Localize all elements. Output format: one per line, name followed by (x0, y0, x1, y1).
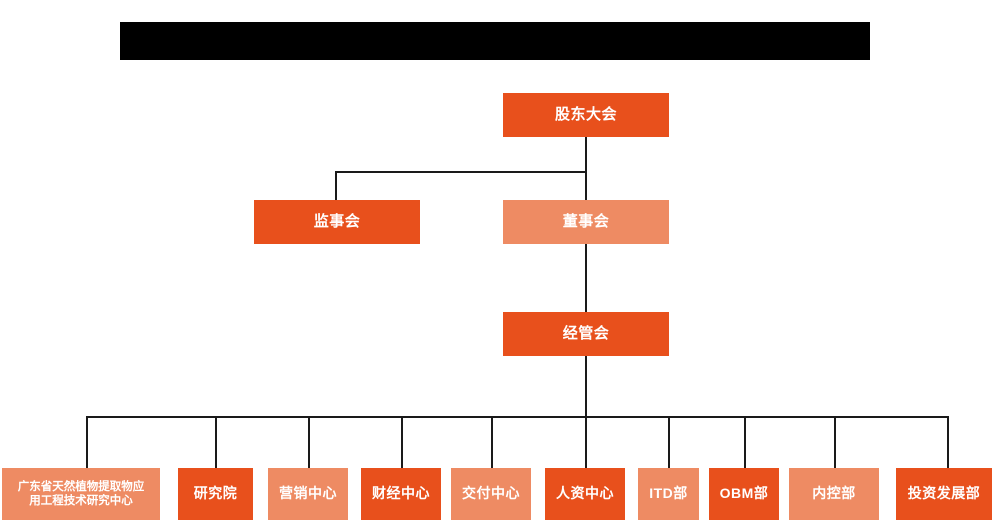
node-itd-dept[interactable]: ITD部 (638, 468, 699, 520)
node-research-institute[interactable]: 研究院 (178, 468, 253, 520)
connector-supervisory-drop (335, 171, 337, 200)
node-investment-development-label: 投资发展部 (907, 485, 981, 502)
connector-drop-marketing-center (308, 416, 310, 468)
node-itd-dept-label: ITD部 (649, 485, 688, 502)
redacted-title-bar (120, 22, 870, 60)
node-delivery-center[interactable]: 交付中心 (451, 468, 531, 520)
connector-drop-hr-center (585, 416, 587, 468)
connector-drop-investment-dev (947, 416, 949, 468)
connector-management-down (585, 356, 587, 418)
connector-drop-internal-control (834, 416, 836, 468)
node-investment-development[interactable]: 投资发展部 (896, 468, 992, 520)
connector-drop-research-institute (215, 416, 217, 468)
node-board-of-directors-label: 董事会 (562, 212, 610, 230)
node-supervisory-board[interactable]: 监事会 (254, 200, 420, 244)
connector-board-to-management (585, 242, 587, 312)
node-internal-control[interactable]: 内控部 (789, 468, 879, 520)
node-hr-center[interactable]: 人资中心 (545, 468, 625, 520)
node-shareholders-label: 股东大会 (554, 105, 617, 123)
connector-drop-finance-center (401, 416, 403, 468)
connector-drop-delivery-center (491, 416, 493, 468)
node-hr-center-label: 人资中心 (556, 485, 614, 502)
node-finance-center[interactable]: 财经中心 (361, 468, 441, 520)
node-research-center[interactable]: 广东省天然植物提取物应 用工程技术研究中心 (2, 468, 160, 520)
connector-drop-itd-dept (668, 416, 670, 468)
node-supervisory-board-label: 监事会 (313, 212, 361, 230)
connector-level2-bus (335, 171, 587, 173)
node-management-committee[interactable]: 经管会 (503, 312, 669, 356)
node-finance-center-label: 财经中心 (372, 485, 430, 502)
node-marketing-center[interactable]: 营销中心 (268, 468, 348, 520)
node-internal-control-label: 内控部 (812, 485, 856, 502)
connector-level4-bus (86, 416, 948, 418)
connector-drop-research-center (86, 416, 88, 468)
connector-shareholders-down (585, 137, 587, 173)
node-board-of-directors[interactable]: 董事会 (503, 200, 669, 244)
node-management-committee-label: 经管会 (562, 324, 610, 342)
node-obm-dept[interactable]: OBM部 (709, 468, 779, 520)
node-shareholders[interactable]: 股东大会 (503, 93, 669, 137)
node-research-institute-label: 研究院 (193, 485, 238, 502)
node-obm-dept-label: OBM部 (719, 485, 769, 502)
connector-board-drop (585, 171, 587, 200)
node-research-center-label: 广东省天然植物提取物应 用工程技术研究中心 (17, 480, 145, 507)
connector-drop-obm-dept (744, 416, 746, 468)
node-marketing-center-label: 营销中心 (279, 485, 337, 502)
node-delivery-center-label: 交付中心 (462, 485, 520, 502)
